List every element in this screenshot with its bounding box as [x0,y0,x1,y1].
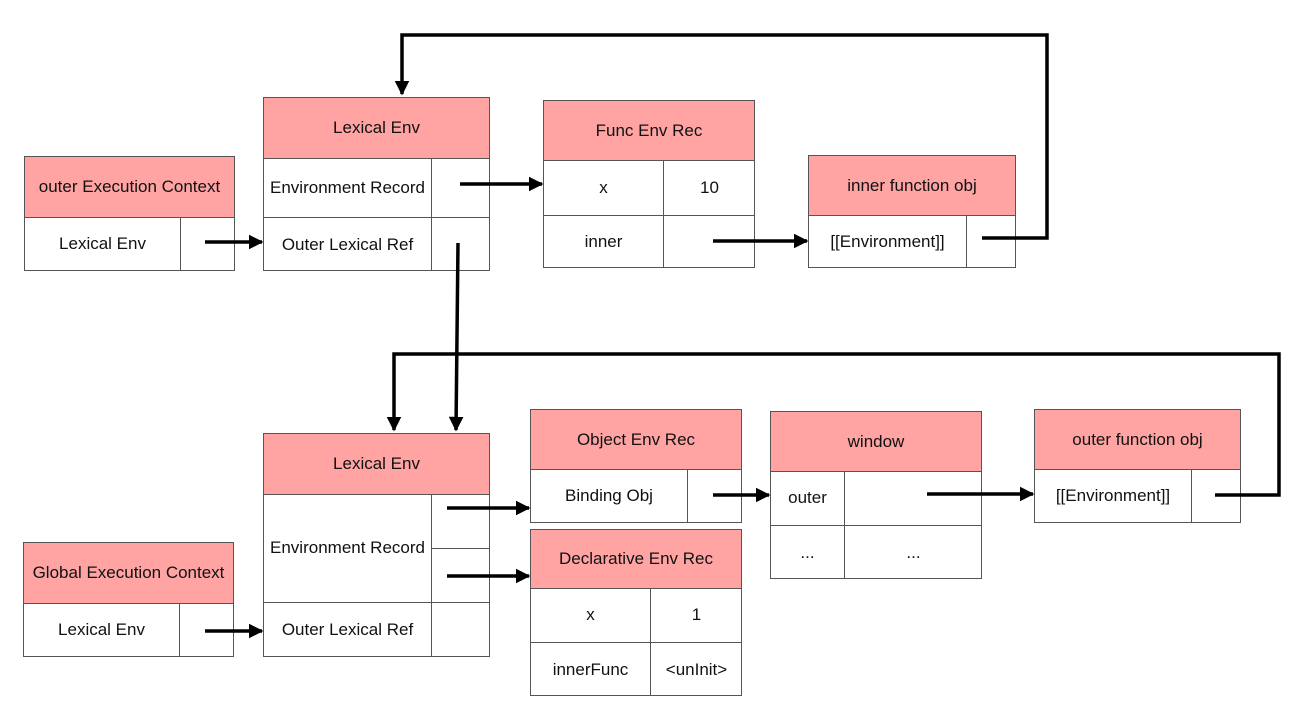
func-env-rec-inner-pointer [663,215,755,268]
outer-function-obj-title: outer function obj [1035,410,1240,470]
declarative-env-rec-x-key: x [586,605,595,624]
inner-function-obj-box: inner function obj [[Environment]] [808,155,1016,268]
object-env-rec-binding-obj: Binding Obj [565,486,653,505]
func-env-rec-x-value: 10 [663,160,755,215]
outer-ec-lexical-env-pointer [180,217,235,271]
func-env-rec-box: Func Env Rec x 10 inner [543,100,755,268]
outer-function-obj-box: outer function obj [[Environment]] [1034,409,1241,523]
lexical-env-1-title: Lexical Env [264,98,489,159]
lexical-env-1-outer-ref: Outer Lexical Ref [264,217,431,271]
func-env-rec-x-key: x [599,177,608,197]
outer-ec-lexical-env-label: Lexical Env [59,234,146,253]
window-obj-box: window outer ... ... [770,411,982,579]
outer-execution-context-box: outer Execution Context Lexical Env [24,156,235,271]
arrow-outer-ref-to-lexical-env-2 [448,242,464,432]
declarative-env-rec-box: Declarative Env Rec x 1 innerFunc <unIni… [530,529,742,696]
lexical-env-2-env-record: Environment Record [270,538,425,557]
declarative-env-rec-innerfunc-value: <unInit> [650,642,742,696]
lexical-env-1-box: Lexical Env Environment Record Outer Lex… [263,97,490,271]
object-env-rec-box: Object Env Rec Binding Obj [530,409,742,523]
declarative-env-rec-title: Declarative Env Rec [531,530,741,589]
window-obj-ellipsis-key: ... [771,525,844,579]
lexical-env-2-outer-ref: Outer Lexical Ref [264,602,431,657]
object-env-rec-binding-pointer [687,469,742,523]
window-obj-title: window [771,412,981,472]
lexical-env-2-env-record-pointer-a [431,494,490,548]
inner-function-obj-title: inner function obj [809,156,1015,216]
lexical-env-2-box: Lexical Env Environment Record Outer Lex… [263,433,490,657]
outer-function-obj-environment-pointer [1191,469,1241,523]
declarative-env-rec-innerfunc-key: innerFunc [531,642,650,696]
window-obj-outer-pointer [844,471,982,525]
inner-function-obj-environment-pointer [966,215,1016,268]
outer-function-obj-environment: [[Environment]] [1055,486,1171,505]
lexical-env-1-env-record-pointer [431,158,490,217]
window-obj-outer-key: outer [788,488,827,507]
inner-function-obj-environment: [[Environment]] [830,231,945,251]
global-execution-context-box: Global Execution Context Lexical Env [23,542,234,657]
lexical-env-2-env-record-pointer-b [431,548,490,602]
func-env-rec-inner-key: inner [544,215,663,268]
object-env-rec-title: Object Env Rec [531,410,741,470]
lexical-env-1-outer-ref-pointer [431,217,490,271]
global-ec-lexical-env-label: Lexical Env [58,620,145,639]
lexical-env-2-outer-ref-pointer [431,602,490,657]
outer-execution-context-title: outer Execution Context [25,157,234,218]
lexical-env-1-env-record: Environment Record [270,177,425,197]
window-obj-ellipsis-value: ... [844,525,982,579]
func-env-rec-title: Func Env Rec [544,101,754,161]
lexical-env-2-title: Lexical Env [264,434,489,495]
global-execution-context-title: Global Execution Context [24,543,233,604]
global-ec-lexical-env-pointer [179,603,234,657]
declarative-env-rec-x-value: 1 [650,588,742,642]
